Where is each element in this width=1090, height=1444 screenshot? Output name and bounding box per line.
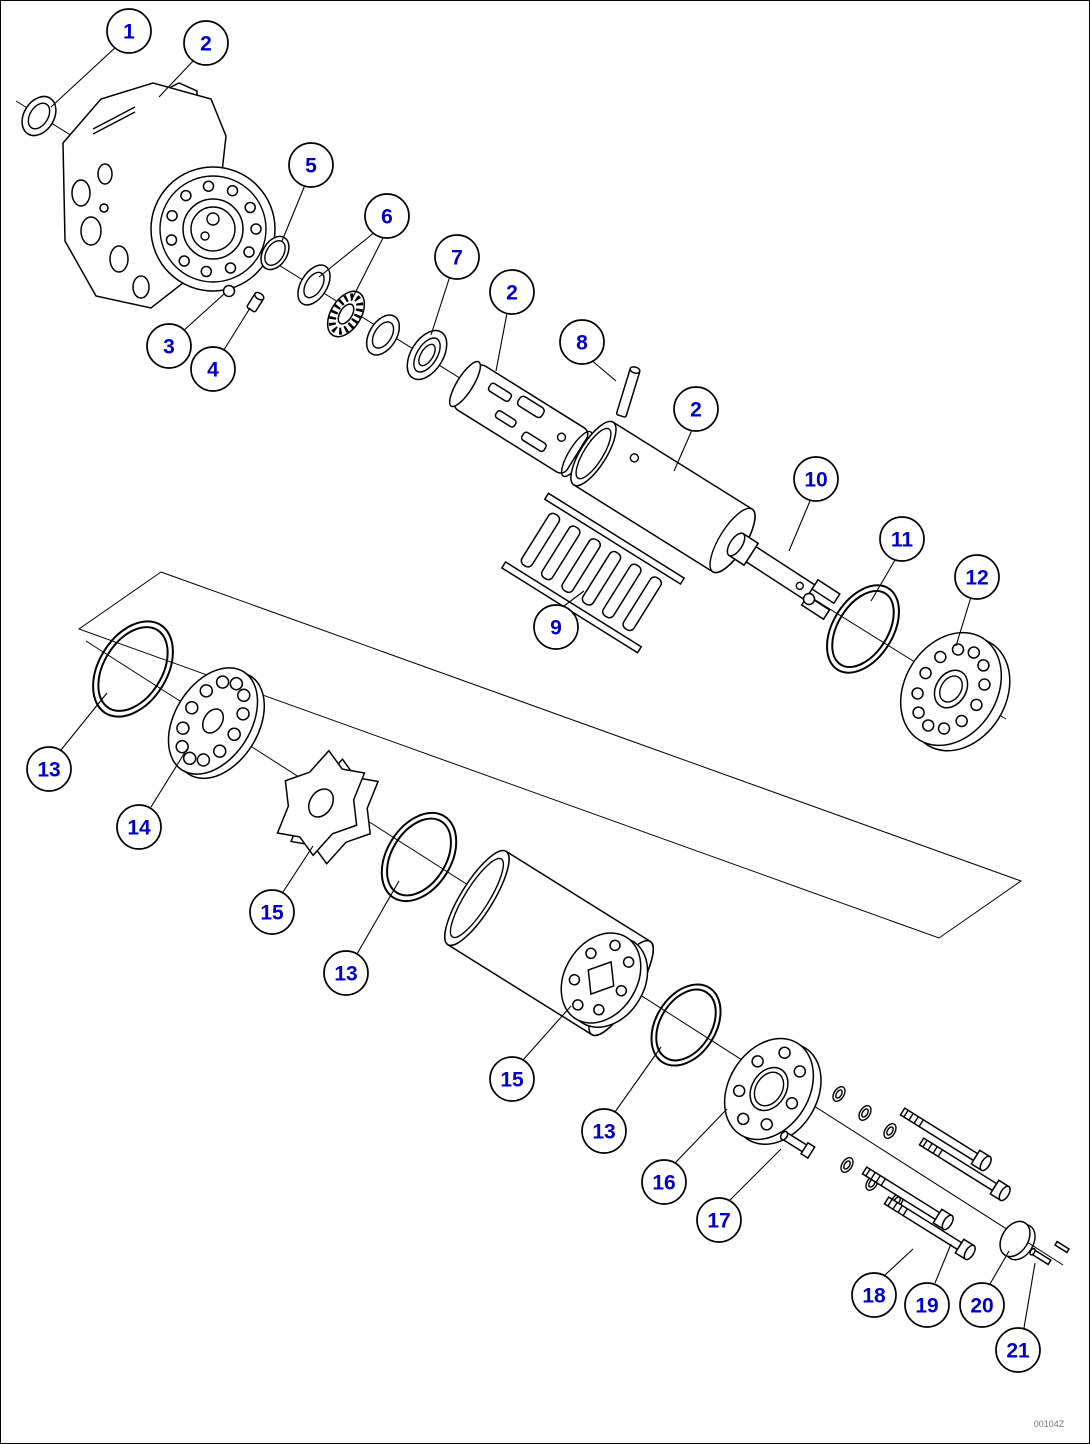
part-10-drive-shaft [726,532,841,621]
part-17-bolt [779,1130,816,1160]
part-2-valve-housing [62,82,276,309]
callout-label: 16 [652,1172,675,1195]
part-11-oring [826,584,900,674]
callout-label: 2 [200,33,212,56]
part-8-pin [615,366,641,418]
callout-label: 6 [381,206,393,229]
callout-balloon-14[interactable]: 14 [116,804,162,850]
callout-balloon-9[interactable]: 9 [533,604,579,650]
part-3-ball [222,284,236,298]
callout-balloon-18[interactable]: 18 [851,1272,897,1318]
callout-balloon-17[interactable]: 17 [696,1197,742,1243]
callout-balloon-4[interactable]: 4 [190,346,236,392]
callout-label: 7 [451,247,463,270]
callout-balloon-8[interactable]: 8 [559,319,605,365]
callout-label: 20 [970,1295,993,1318]
part-4-plug [246,291,265,313]
callout-balloon-15b[interactable]: 15 [489,1056,535,1102]
callout-label: 15 [260,902,284,925]
section-boundary [77,571,1023,939]
callout-balloon-21[interactable]: 21 [995,1327,1041,1373]
callout-label: 5 [305,155,317,178]
callout-label: 12 [965,567,988,590]
callout-label: 21 [1006,1340,1030,1363]
callout-label: 1 [123,21,135,44]
shaft-ball [802,592,816,606]
small-pin [1053,1240,1071,1254]
callout-label: 19 [915,1295,938,1318]
callout-label: 2 [506,282,518,305]
part-13-oring-a [92,620,174,718]
callout-balloon-10[interactable]: 10 [793,456,839,502]
part-13-oring-c [650,983,722,1067]
part-15-wear-plate [560,932,649,1028]
callout-label: 8 [576,332,588,355]
part-2-spool [448,360,594,478]
part-5-retaining-ring [260,235,290,271]
callout-balloon-2b[interactable]: 2 [489,269,535,315]
leader-lines [50,45,1036,1329]
part-20-cap [999,1220,1036,1261]
callout-balloon-16[interactable]: 16 [641,1159,687,1205]
callout-label: 18 [862,1285,886,1308]
part-7-bushing [406,329,448,381]
part-6-seal-washers [297,264,401,356]
part-13-oring-b [380,811,458,903]
callout-balloon-19[interactable]: 19 [904,1282,950,1328]
callout-balloon-12[interactable]: 12 [954,554,1000,600]
part-21-screw [1029,1247,1052,1266]
callout-balloon-3[interactable]: 3 [146,323,192,369]
callout-label: 15 [500,1069,524,1092]
callout-label: 2 [690,399,702,422]
callout-label: 14 [127,817,151,840]
figure-code: 00104Z [1034,1419,1065,1429]
callout-label: 17 [707,1210,730,1233]
callout-label: 11 [891,529,914,552]
part-9-centering-springs [500,492,686,654]
callout-label: 10 [804,469,827,492]
callout-balloon-11[interactable]: 11 [879,516,925,562]
part-16-end-cover [723,1037,822,1145]
callout-balloon-13a[interactable]: 13 [26,746,72,792]
callout-balloon-13b[interactable]: 13 [323,950,369,996]
callout-balloon-2c[interactable]: 2 [673,386,719,432]
callout-label: 13 [334,963,357,986]
callout-label: 9 [550,617,562,640]
callout-balloon-20[interactable]: 20 [959,1282,1005,1328]
callout-label: 3 [163,336,175,359]
callout-label: 4 [207,359,219,382]
housing-bolt-circle [165,180,262,278]
callout-balloon-15a[interactable]: 15 [249,889,295,935]
callout-balloon-6[interactable]: 6 [364,193,410,239]
callout-balloon-13c[interactable]: 13 [581,1108,627,1154]
callout-balloon-1[interactable]: 1 [106,8,152,54]
callout-label: 13 [37,759,60,782]
callout-balloon-7[interactable]: 7 [434,234,480,280]
part-18-19-cap-screws [861,1107,1011,1261]
callout-balloon-2a[interactable]: 2 [183,20,229,66]
callout-balloon-5[interactable]: 5 [288,142,334,188]
part-15-rotor [276,749,380,865]
part-1-seal-ring [21,95,57,137]
part-12-end-plate [899,631,1011,752]
callout-label: 13 [592,1121,615,1144]
part-14-plate [167,667,266,780]
